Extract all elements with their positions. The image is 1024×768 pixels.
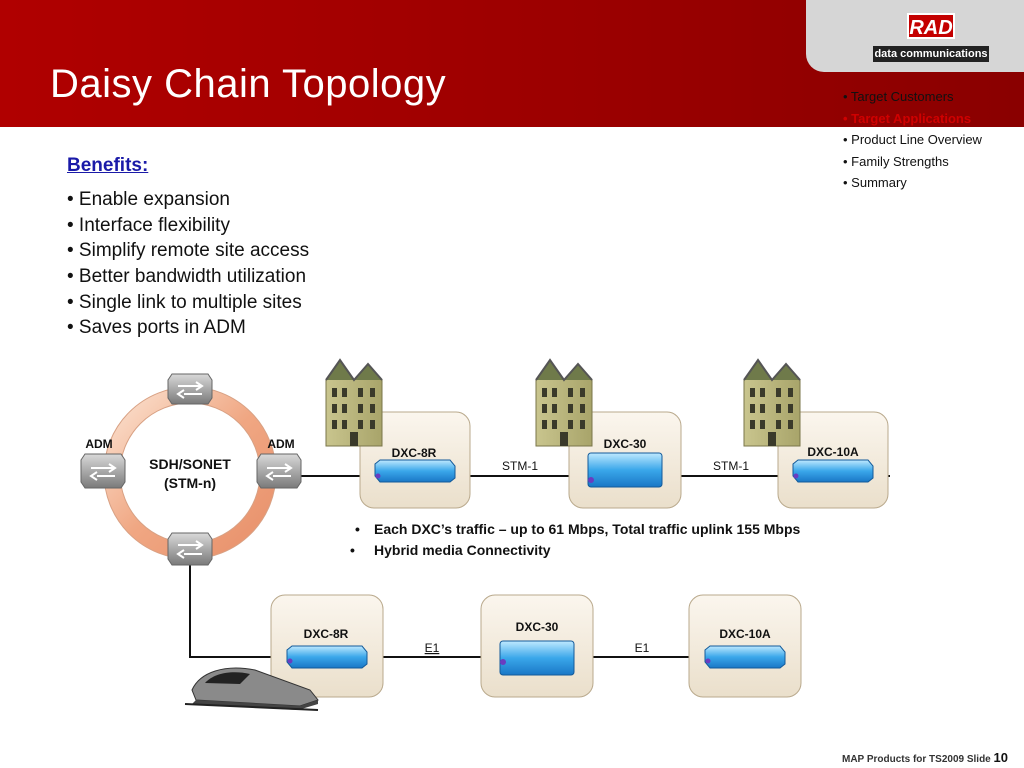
adm-label-right: ADM — [267, 437, 294, 451]
device-label: DXC-8R — [392, 446, 437, 460]
device-label: DXC-10A — [719, 627, 771, 641]
nav-item-target-customers[interactable]: • Target Customers — [843, 89, 954, 104]
ring-label: SDH/SONET — [149, 456, 231, 472]
note-bullet: • — [350, 542, 355, 558]
benefit-item: • Enable expansion — [67, 189, 230, 210]
benefits-heading: Benefits: — [67, 155, 149, 176]
building-icon — [743, 358, 801, 447]
slide-number: 10 — [993, 750, 1008, 765]
ring-label-sub: (STM-n) — [164, 475, 216, 491]
logo-tagline: data communications — [873, 46, 989, 62]
nav-item-target-applications[interactable]: • Target Applications — [843, 110, 972, 126]
device-label: DXC-8R — [304, 627, 349, 641]
dxc-10a-device — [704, 645, 786, 669]
nav-item-summary[interactable]: • Summary — [843, 175, 907, 190]
dxc-10a-device — [792, 459, 874, 483]
benefit-item: • Better bandwidth utilization — [67, 266, 307, 288]
nav-item-product-line-overview[interactable]: • Product Line Overview — [843, 132, 982, 147]
note-bullet: • — [355, 521, 360, 537]
dxc-30-device — [587, 452, 663, 488]
building-icon — [325, 358, 383, 447]
benefit-item: • Interface flexibility — [67, 214, 230, 236]
rad-logo: RAD — [907, 13, 955, 39]
router-icon — [256, 453, 302, 489]
footer-text: MAP Products for TS2009 Slide — [842, 754, 991, 765]
sdh-ring — [104, 387, 276, 559]
device-label: DXC-30 — [516, 620, 559, 634]
slide-footer: MAP Products for TS2009 Slide 10 — [842, 750, 1008, 765]
link-label: STM-1 — [502, 459, 538, 473]
benefit-item: • Saves ports in ADM — [67, 317, 246, 339]
router-icon — [167, 373, 213, 405]
device-label: DXC-30 — [604, 437, 647, 451]
dxc-30-device — [499, 640, 575, 676]
building-icon — [535, 358, 593, 447]
benefits-list: • Enable expansion • Interface flexibili… — [67, 187, 309, 341]
device-label: DXC-10A — [807, 445, 859, 459]
note-hybrid: Hybrid media Connectivity — [374, 542, 551, 558]
router-icon — [80, 453, 126, 489]
dxc-8r-device — [286, 645, 368, 669]
benefit-item: • Single link to multiple sites — [67, 291, 302, 313]
benefit-item: • Simplify remote site access — [67, 240, 310, 262]
adm-label-left: ADM — [85, 437, 112, 451]
slide-title: Daisy Chain Topology — [50, 62, 447, 106]
router-icon — [167, 532, 213, 566]
link-label: E1 — [635, 641, 650, 655]
dxc-8r-device — [374, 459, 456, 483]
section-nav: • Target Customers • Target Applications… — [843, 86, 982, 194]
nav-item-family-strengths[interactable]: • Family Strengths — [843, 153, 949, 169]
train-icon — [184, 667, 319, 711]
note-traffic: Each DXC’s traffic – up to 61 Mbps, Tota… — [374, 521, 801, 537]
link-label: STM-1 — [713, 459, 749, 473]
link-label: E1 — [425, 641, 440, 655]
